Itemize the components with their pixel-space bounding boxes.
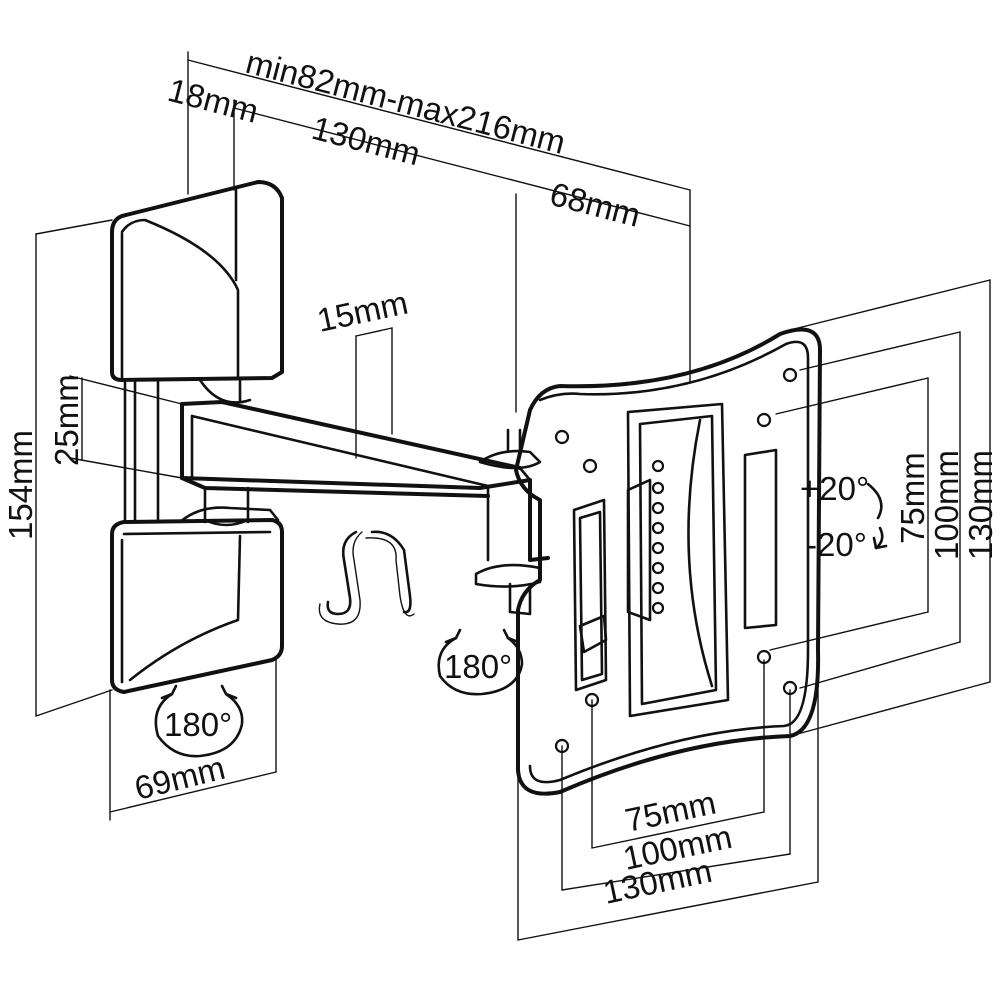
- head-offset-label: 68mm: [546, 175, 644, 234]
- swing-arm: [180, 400, 550, 616]
- plate-height-label: 154mm: [2, 430, 39, 540]
- wall-swivel-label: 180°: [164, 706, 232, 743]
- vesa-plate: [514, 327, 822, 796]
- tilt-up-label: +20°: [800, 470, 869, 507]
- cable-hooks: [318, 530, 415, 625]
- vesa-h-100-label: 100mm: [928, 450, 965, 560]
- dimension-lines: [35, 51, 991, 941]
- arm-gap-label: 15mm: [314, 284, 411, 339]
- plate-width-label: 69mm: [131, 749, 229, 807]
- head-swivel-label: 180°: [444, 648, 512, 685]
- vesa-h-75-label: 75mm: [894, 452, 931, 544]
- rotation-arrows: [154, 482, 888, 758]
- tilt-down-label: -20°: [806, 526, 867, 563]
- vesa-h-130-label: 130mm: [962, 450, 999, 560]
- labels: min82mm-max216mm 18mm 130mm 68mm 15mm 25…: [2, 43, 999, 911]
- arm-height-label: 25mm: [48, 374, 85, 466]
- wall-plate: [110, 180, 284, 694]
